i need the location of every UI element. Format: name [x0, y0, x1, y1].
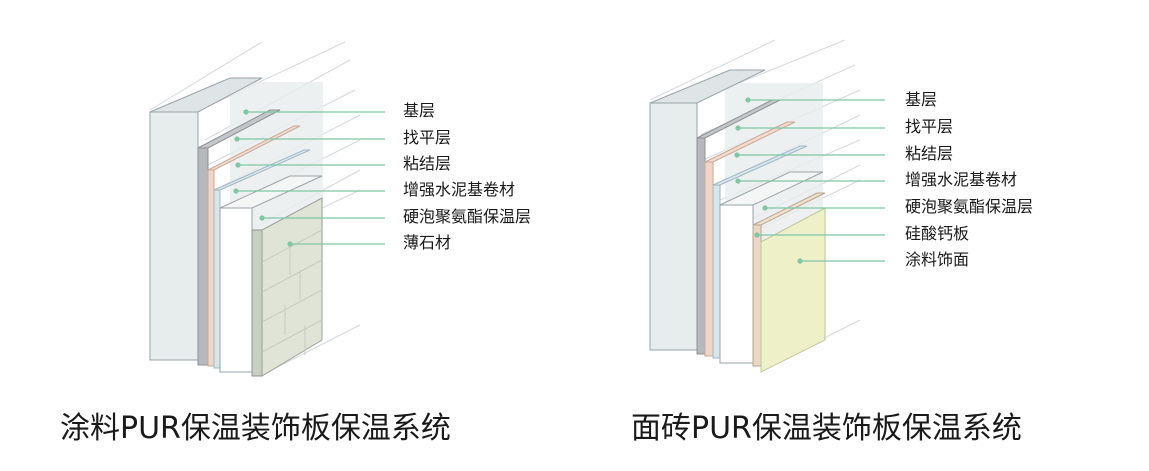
- diagram-caption: 涂料PUR保温装饰板保温系统: [60, 411, 451, 446]
- diagram-tile-pur-system: 基层 找平层 粘结层 增强水泥基卷材 硬泡聚氨酯保温层 硅酸钙板 涂料饰面 面砖…: [575, 0, 1149, 471]
- layer-label-thin-stone: 薄石材: [403, 233, 452, 252]
- adhesive-layer: [207, 169, 215, 367]
- thin-stone-face: [261, 197, 323, 377]
- adhesive-layer: [704, 161, 714, 357]
- layer-label-mesh: 增强水泥基卷材: [403, 180, 516, 199]
- layer-label-base: 基层: [905, 90, 938, 109]
- layer-label-calcium-silicate: 硅酸钙板: [905, 224, 970, 243]
- mesh-layer: [712, 184, 721, 359]
- leader-lines: [233, 109, 385, 247]
- layer-label-coating-finish: 涂料饰面: [905, 250, 970, 269]
- insulation-layer: [219, 207, 253, 373]
- diagram-coating-pur-system: 基层 找平层 粘结层 增强水泥基卷材 硬泡聚氨酯保温层 薄石材 涂料PUR保温装…: [60, 41, 532, 446]
- mesh-layer: [213, 189, 221, 369]
- layer-label-leveling: 找平层: [905, 117, 954, 136]
- leader-lines: [734, 97, 885, 264]
- leveling-layer: [197, 147, 209, 366]
- layer-cutaway-illustration: [649, 39, 885, 373]
- layer-label-insulation: 硬泡聚氨酯保温层: [403, 207, 532, 226]
- layer-label-mesh: 增强水泥基卷材: [905, 170, 1018, 189]
- layer-label-adhesive: 粘结层: [403, 154, 452, 173]
- leveling-layer: [696, 137, 706, 355]
- layer-cutaway-illustration: [149, 41, 385, 377]
- thin-stone-edge: [251, 229, 263, 377]
- insulation-layer: [719, 204, 754, 364]
- wall-front-face: [149, 111, 199, 361]
- coating-finish: [760, 207, 826, 373]
- wall-top-face: [149, 77, 263, 113]
- wall-top-face: [649, 69, 766, 104]
- calcium-silicate-board: [752, 224, 762, 367]
- layer-label-base: 基层: [403, 101, 436, 120]
- layer-label-insulation: 硬泡聚氨酯保温层: [905, 197, 1034, 216]
- diagram-caption: 面砖PUR保温装饰板保温系统: [631, 411, 1022, 446]
- layer-label-adhesive: 粘结层: [905, 144, 954, 163]
- wall-front-face: [649, 102, 698, 351]
- layer-label-leveling: 找平层: [403, 128, 452, 147]
